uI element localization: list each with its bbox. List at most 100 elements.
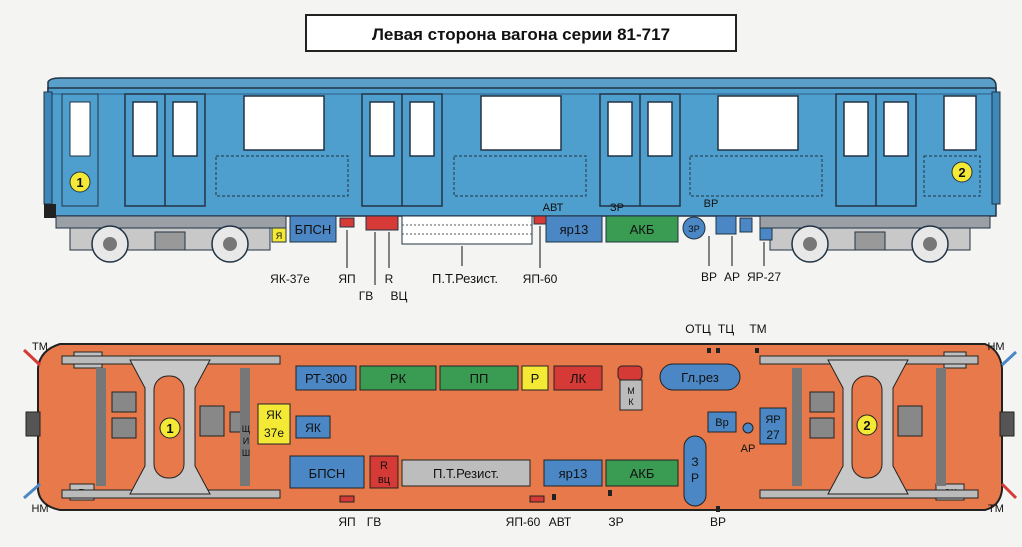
truck-1-plan-label: 1 bbox=[166, 421, 173, 436]
svg-text:Р: Р bbox=[691, 471, 699, 485]
underframe-plan bbox=[37, 343, 1003, 511]
label-vr-top: ВР bbox=[704, 198, 719, 210]
label-i: И bbox=[243, 436, 249, 446]
svg-text:Я: Я bbox=[276, 231, 283, 241]
svg-text:ПП: ПП bbox=[470, 371, 489, 386]
bpsn-plan-box bbox=[289, 455, 365, 489]
label-ar-plan: АР bbox=[741, 443, 756, 455]
coupler-right bbox=[999, 411, 1015, 437]
svg-text:Вр: Вр bbox=[715, 417, 728, 429]
side-bottom-labels: ЯК-37е ЯП ГВ R ВЦ П.Т.Резист. ЯП-60 ВР А… bbox=[270, 270, 781, 303]
zr-tank-side bbox=[682, 216, 706, 240]
rt300-box bbox=[295, 365, 357, 391]
door-3 bbox=[599, 93, 681, 207]
diagram-title: Левая сторона вагона серии 81-717 bbox=[372, 25, 670, 44]
label-nm-left: НМ bbox=[31, 503, 48, 515]
dashed-panels bbox=[215, 155, 981, 197]
main-reservoir bbox=[659, 363, 741, 391]
svg-text:37е: 37е bbox=[264, 426, 284, 440]
svg-text:ГВ: ГВ bbox=[367, 515, 382, 529]
mk-compressor: М К bbox=[617, 365, 643, 411]
svg-text:П.Т.Резист.: П.Т.Резист. bbox=[433, 466, 499, 481]
yar13-box bbox=[545, 215, 603, 243]
svg-text:З: З bbox=[691, 455, 698, 469]
front-light bbox=[44, 204, 56, 218]
svg-text:БПСН: БПСН bbox=[295, 222, 332, 237]
ar-plan-box bbox=[742, 422, 754, 434]
yak-small-box bbox=[271, 227, 287, 243]
svg-text:ЛК: ЛК bbox=[570, 371, 587, 386]
svg-text:ВР: ВР bbox=[710, 515, 726, 529]
bogie-left: Я bbox=[69, 225, 287, 263]
svg-text:ВР: ВР bbox=[701, 270, 717, 284]
svg-text:R: R bbox=[380, 460, 388, 472]
side-view: 1 2 Я БПСН bbox=[43, 77, 1001, 303]
side-pointers bbox=[346, 226, 765, 285]
yar27-plan-box bbox=[759, 407, 787, 445]
plan-bottom-labels: ЯП ГВ ЯП-60 АВТ ЗР ВР bbox=[338, 515, 726, 529]
label-tm-right: ТМ bbox=[988, 503, 1004, 515]
plan-view: ТМ НМ НМ ТМ СК R R СК 1 bbox=[22, 322, 1018, 529]
svg-text:РК: РК bbox=[390, 371, 407, 386]
resistor-grid bbox=[401, 215, 533, 245]
svg-text:ЗР: ЗР bbox=[608, 515, 623, 529]
label-shch: Щ bbox=[242, 424, 251, 434]
truck-1-label: 1 bbox=[76, 175, 83, 190]
label-nm-right: НМ bbox=[987, 341, 1004, 353]
svg-text:ЗР: ЗР bbox=[688, 224, 699, 234]
svg-text:К: К bbox=[628, 397, 634, 407]
yak-box bbox=[295, 415, 331, 439]
door-2 bbox=[361, 93, 443, 207]
svg-text:БПСН: БПСН bbox=[309, 466, 346, 481]
svg-text:ЯК: ЯК bbox=[266, 408, 282, 422]
svg-text:РТ-300: РТ-300 bbox=[305, 371, 347, 386]
svg-text:ЯР: ЯР bbox=[765, 414, 780, 426]
akb-box bbox=[605, 215, 679, 243]
svg-text:ЯП-60: ЯП-60 bbox=[523, 272, 558, 286]
door-1 bbox=[124, 93, 206, 207]
truck-1-marker bbox=[69, 171, 91, 193]
svg-text:ВЦ: ВЦ bbox=[391, 289, 408, 303]
truck-2-marker bbox=[951, 161, 973, 183]
gv-r-box bbox=[365, 215, 399, 231]
underframe-right bbox=[759, 215, 991, 229]
pp-box bbox=[439, 365, 519, 391]
svg-text:ЯП: ЯП bbox=[338, 272, 355, 286]
pt-rezist-box bbox=[401, 459, 531, 487]
yap60-box bbox=[533, 215, 547, 225]
label-tm-left: ТМ bbox=[32, 341, 48, 353]
truck-2-plan-label: 2 bbox=[863, 418, 870, 433]
bpsn-box bbox=[289, 215, 337, 243]
svg-text:ЯК-37е: ЯК-37е bbox=[270, 272, 310, 286]
label-avt: АВТ bbox=[543, 202, 564, 214]
svg-text:Гл.рез: Гл.рез bbox=[681, 370, 719, 385]
yap-box bbox=[339, 217, 355, 228]
bogie-plan-2: 2 bbox=[759, 355, 979, 499]
vr-plan-box bbox=[707, 411, 737, 433]
svg-text:27: 27 bbox=[766, 428, 780, 442]
label-otc: ОТЦ bbox=[685, 322, 711, 336]
svg-text:R: R bbox=[385, 272, 394, 286]
svg-text:яр13: яр13 bbox=[560, 222, 589, 237]
svg-text:ЯК: ЯК bbox=[305, 421, 321, 435]
svg-text:АВТ: АВТ bbox=[549, 515, 572, 529]
ar-box bbox=[739, 217, 753, 233]
svg-text:АКБ: АКБ bbox=[630, 222, 655, 237]
svg-text:ЯП-60: ЯП-60 bbox=[506, 515, 541, 529]
yar13-plan-box bbox=[543, 459, 603, 487]
svg-text:М: М bbox=[627, 386, 635, 396]
yak37e-box bbox=[257, 403, 291, 445]
svg-text:ЯР-27: ЯР-27 bbox=[747, 270, 781, 284]
r-vts-box bbox=[369, 455, 399, 489]
svg-text:АР: АР bbox=[724, 270, 740, 284]
label-zr: ЗР bbox=[610, 202, 624, 214]
label-tm-top: ТМ bbox=[749, 322, 766, 336]
r-box bbox=[521, 365, 549, 391]
bogie-right bbox=[769, 225, 971, 263]
zr-tank-plan bbox=[683, 435, 707, 507]
door-4 bbox=[835, 93, 917, 207]
rk-box bbox=[359, 365, 437, 391]
svg-text:ЯП: ЯП bbox=[338, 515, 355, 529]
svg-text:Р: Р bbox=[531, 371, 540, 386]
svg-text:АКБ: АКБ bbox=[630, 466, 655, 481]
